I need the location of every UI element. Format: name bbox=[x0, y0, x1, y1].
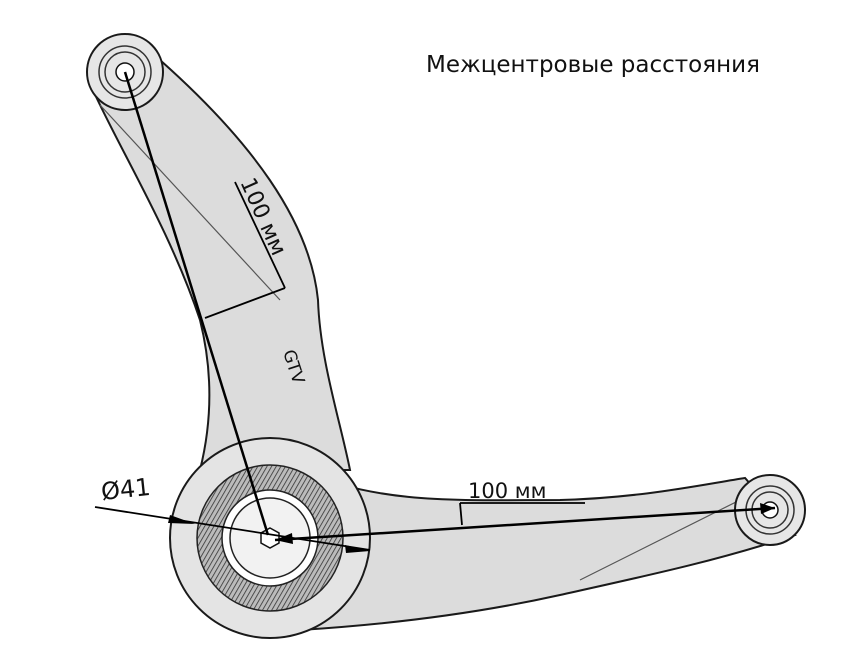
arrowhead-icon bbox=[168, 515, 195, 524]
upper-arm-body bbox=[90, 58, 352, 471]
diameter-label: Ø41 bbox=[100, 473, 152, 506]
diagram-title: Межцентровые расстояния bbox=[426, 52, 760, 78]
lower-dimension bbox=[274, 502, 776, 544]
center-nut-icon bbox=[260, 527, 280, 549]
upper-arm-edge-line bbox=[99, 104, 281, 301]
diameter-dimension bbox=[94, 506, 371, 553]
lower-arm-body bbox=[299, 468, 797, 632]
main-bushing bbox=[169, 437, 371, 639]
lower-arm-edge-line bbox=[579, 489, 761, 581]
upper-dimension bbox=[123, 71, 286, 536]
lower-distance-label: 100 мм bbox=[468, 479, 546, 503]
arrowhead-icon bbox=[275, 533, 293, 544]
arrowhead-icon bbox=[345, 545, 370, 553]
arrowhead-icon bbox=[760, 503, 775, 514]
